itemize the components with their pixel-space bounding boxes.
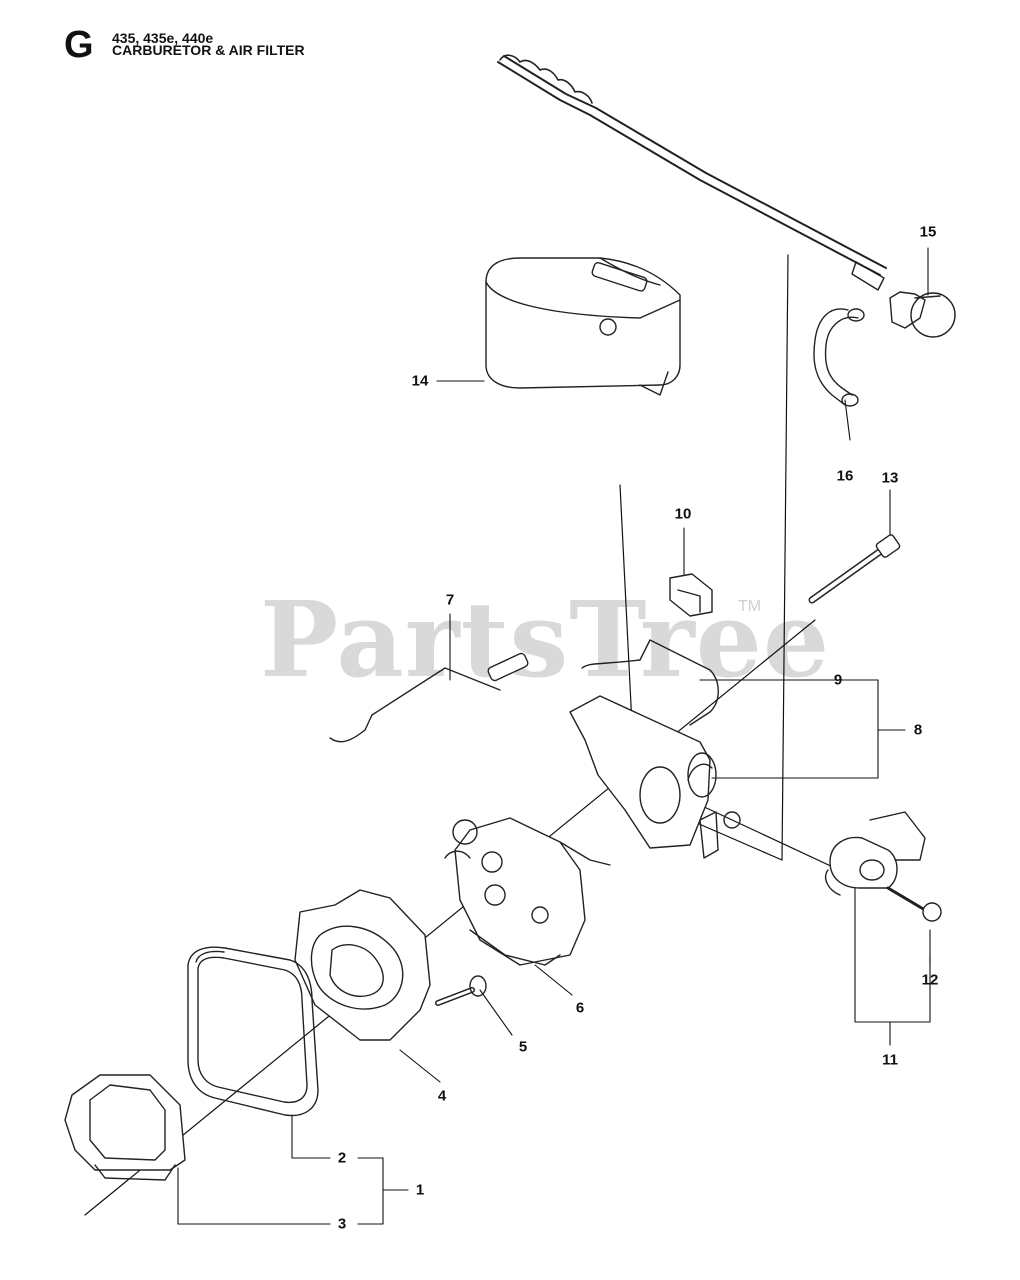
callout-5: 5	[518, 1038, 528, 1056]
model-list: 435, 435e, 440e	[112, 30, 214, 46]
air-filter	[187, 946, 319, 1117]
section-letter: G	[64, 24, 94, 66]
assembly-axis-lines	[84, 254, 851, 1216]
carburetor-flange	[294, 889, 431, 1041]
callout-14: 14	[411, 372, 429, 390]
callout-7: 7	[445, 591, 455, 609]
callout-6: 6	[575, 999, 585, 1017]
callout-1: 1	[415, 1181, 425, 1199]
callout-2: 2	[337, 1149, 347, 1167]
filter-base	[64, 1074, 186, 1181]
callout-9: 9	[833, 671, 843, 689]
callout-16: 16	[836, 467, 854, 485]
fuel-tube	[813, 308, 865, 407]
choke-clip	[669, 573, 713, 617]
choke-lever	[824, 811, 926, 896]
watermark-trademark: TM	[738, 598, 762, 615]
callout-4: 4	[437, 1087, 447, 1105]
throttle-rod	[329, 652, 529, 743]
primer-bulb	[889, 291, 956, 338]
callout-8: 8	[913, 721, 923, 739]
bolt-long	[808, 534, 901, 604]
callout-10: 10	[674, 505, 692, 523]
callout-3: 3	[337, 1215, 347, 1233]
callout-11: 11	[882, 1051, 898, 1069]
air-filter-cover	[485, 257, 681, 396]
leader-lines	[177, 247, 931, 1225]
small-screw	[886, 886, 942, 922]
diagram-title: CARBURETOR & AIR FILTER	[112, 42, 305, 58]
callout-15: 15	[919, 223, 937, 241]
callout-12: 12	[921, 971, 939, 989]
callout-13: 13	[881, 469, 899, 487]
screw	[435, 975, 487, 1006]
fuel-line-hose	[497, 54, 887, 291]
choke-rod	[581, 639, 719, 726]
carburetor	[444, 817, 611, 966]
intake-adapter	[569, 695, 741, 859]
